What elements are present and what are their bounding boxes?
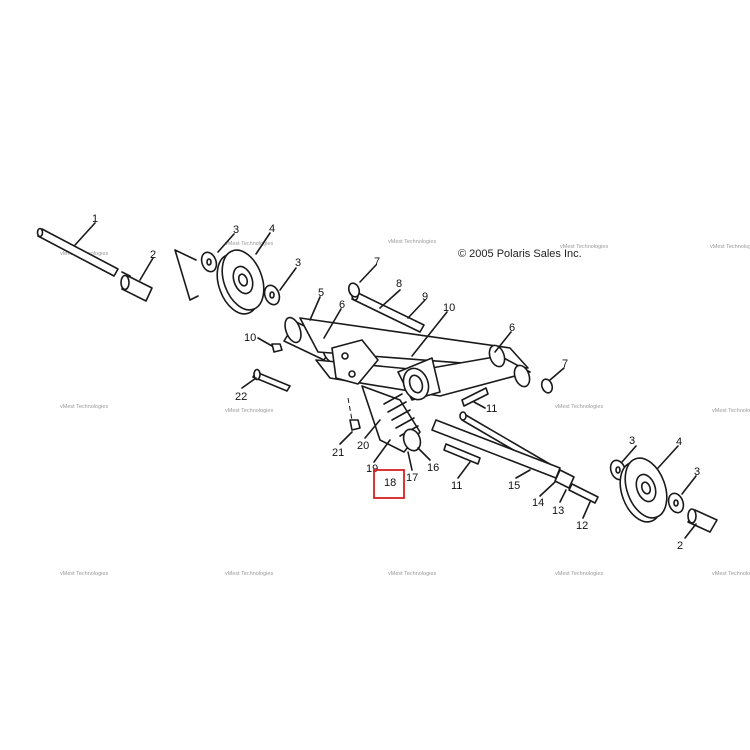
callout-15: 15: [508, 480, 520, 492]
highlight-box: [373, 469, 405, 499]
callout-11: 11: [486, 403, 497, 415]
callout-21: 21: [332, 447, 344, 459]
watermark: vMest Technologies: [712, 571, 750, 577]
spacer-bushing: [687, 508, 718, 533]
washer: [263, 284, 281, 306]
idler-wheel: [619, 457, 668, 523]
callout-11: 11: [451, 480, 462, 492]
callout-10: 10: [443, 302, 455, 314]
watermark: vMest Technologies: [710, 244, 750, 250]
washer: [347, 282, 361, 298]
watermark: vMest Technologies: [388, 571, 436, 577]
bolt: [443, 443, 481, 465]
assembly-bracket-line: [174, 249, 199, 301]
watermark: vMest Technologies: [555, 571, 603, 577]
spacer-bushing: [120, 274, 153, 302]
callout-9: 9: [422, 291, 428, 303]
callout-3: 3: [629, 435, 635, 447]
axle-shaft: [36, 227, 131, 277]
shock-spring: [361, 385, 422, 453]
callout-4: 4: [676, 436, 682, 448]
leader-lines: [74, 222, 697, 539]
callout-8: 8: [396, 278, 402, 290]
callout-4: 4: [269, 223, 275, 235]
callout-5: 5: [318, 287, 324, 299]
washer: [667, 492, 685, 514]
watermark: vMest Technologies: [225, 408, 273, 414]
watermark: vMest Technologies: [560, 244, 608, 250]
watermark: vMest Technologies: [712, 408, 750, 414]
watermarks: vMest Technologies vMest Technologies vM…: [60, 239, 750, 577]
bolt: [252, 368, 291, 392]
callout-17: 17: [406, 472, 418, 484]
nut: [271, 343, 283, 353]
callout-1: 1: [92, 213, 98, 225]
sleeve: [554, 469, 575, 489]
bolt: [461, 387, 489, 407]
mounting-bracket: [331, 339, 379, 385]
callout-22: 22: [235, 391, 247, 403]
washer: [540, 378, 554, 394]
callout-14: 14: [532, 497, 544, 509]
callout-6: 6: [509, 322, 515, 334]
watermark: vMest Technologies: [225, 241, 273, 247]
nut: [349, 419, 361, 431]
watermark: vMest Technologies: [225, 571, 273, 577]
watermark: vMest Technologies: [60, 571, 108, 577]
callout-3: 3: [295, 257, 301, 269]
callout-13: 13: [552, 505, 564, 517]
callout-2: 2: [677, 540, 683, 552]
watermark: vMest Technologies: [388, 239, 436, 245]
callout-numbers: 1 2 3 4 3 7 8 5 6 9 10 6 7 10 22 11 20 2…: [92, 213, 700, 552]
callout-6: 6: [339, 299, 345, 311]
callout-20: 20: [357, 440, 369, 452]
washer: [200, 251, 218, 273]
callout-7: 7: [374, 256, 380, 268]
callout-2: 2: [150, 249, 156, 261]
callout-12: 12: [576, 520, 588, 532]
callout-19: 19: [366, 463, 378, 475]
bolt: [568, 483, 599, 504]
callout-7: 7: [562, 358, 568, 370]
copyright-text: © 2005 Polaris Sales Inc.: [458, 248, 582, 260]
idler-wheel: [216, 249, 265, 315]
watermark: vMest Technologies: [60, 404, 108, 410]
callout-3: 3: [233, 224, 239, 236]
assembly-line: [347, 397, 353, 421]
watermark: vMest Technologies: [555, 404, 603, 410]
callout-18: 18: [384, 477, 396, 489]
callout-16: 16: [427, 462, 439, 474]
callout-3: 3: [694, 466, 700, 478]
callout-10: 10: [244, 332, 256, 344]
